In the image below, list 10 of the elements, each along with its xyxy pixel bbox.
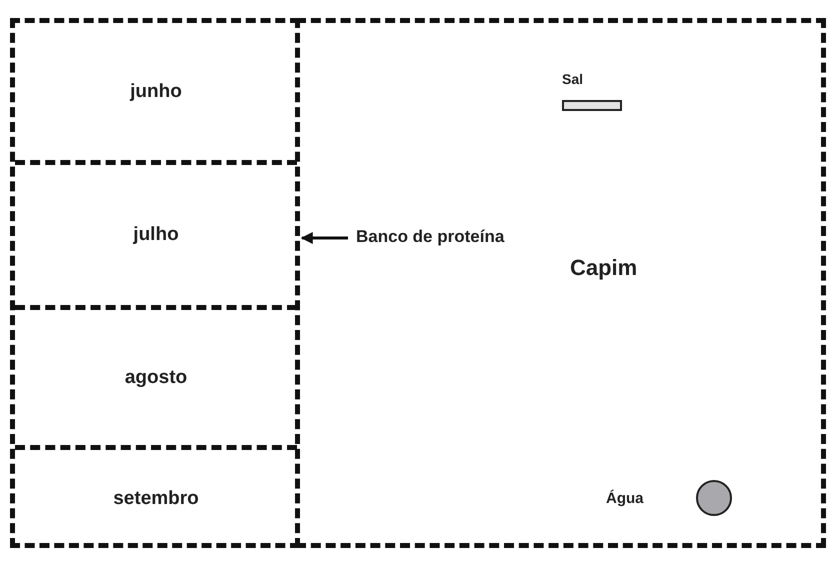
area-label: Banco de proteína: [356, 227, 504, 247]
area-label: Capim: [570, 255, 638, 281]
paddock-label: junho: [130, 80, 182, 102]
paddock-label: setembro: [113, 488, 199, 510]
paddock-label: agosto: [124, 366, 188, 388]
paddock-column: [10, 18, 300, 548]
trough-label: Sal: [562, 71, 584, 87]
paddock-label: julho: [133, 224, 179, 246]
water-label: Água: [606, 490, 644, 507]
arrow: [300, 232, 348, 244]
